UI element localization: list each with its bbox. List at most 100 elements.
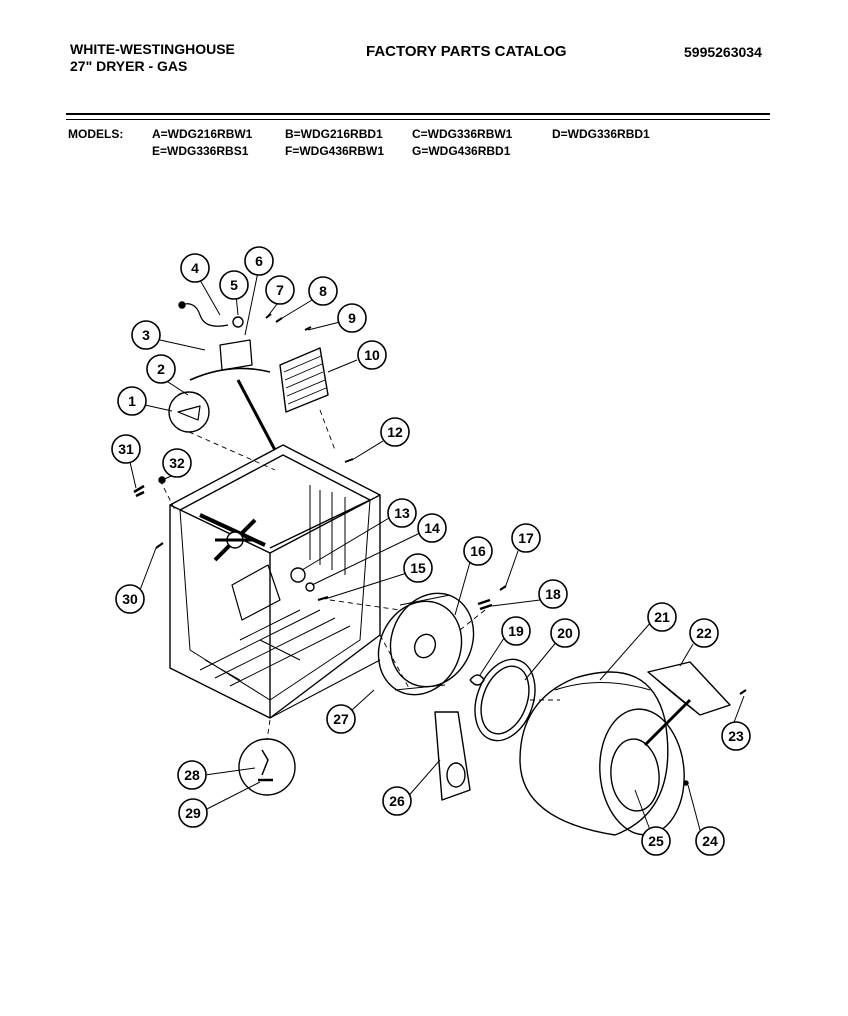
models-label: MODELS: [68,127,124,141]
callout-number: 24 [702,833,718,849]
model-f: F=WDG436RBW1 [285,144,385,158]
callout-number: 18 [545,586,561,602]
callout-circle [417,513,447,543]
callout-circle [308,276,338,306]
callout-circle [117,386,147,416]
callout-25: 25 [641,826,671,856]
callout-circle [721,721,751,751]
lint-grille [279,347,329,413]
drum-seal-ring [474,658,536,742]
callout-circle [219,270,249,300]
callout-number: 25 [648,833,664,849]
callout-number: 6 [255,253,263,269]
callout-2: 2 [146,354,176,384]
callout-8: 8 [308,276,338,306]
dryer-cabinet [169,444,381,719]
callout-6: 6 [244,246,274,276]
catalog-title: FACTORY PARTS CATALOG [366,43,567,60]
callout-19: 19 [501,616,531,646]
callout-number: 8 [319,283,327,299]
callout-number: 13 [394,505,410,521]
callout-number: 23 [728,728,744,744]
callout-circle [111,434,141,464]
callout-23: 23 [721,721,751,751]
callout-circle [180,253,210,283]
model-g: G=WDG436RBD1 [412,144,511,158]
callout-number: 7 [276,282,284,298]
callout-18: 18 [538,579,568,609]
callout-circle [244,246,274,276]
header-divider-thick [66,113,770,115]
brand-name: WHITE-WESTINGHOUSE [70,41,235,57]
callout-13: 13 [387,498,417,528]
callout-circle [265,275,295,305]
rear-cross-brace [199,513,266,562]
model-d: D=WDG336RBD1 [552,127,650,141]
callout-circle [337,303,367,333]
callout-10: 10 [357,340,387,370]
header-divider-thin [66,119,770,120]
callout-7: 7 [265,275,295,305]
callout-number: 10 [364,347,380,363]
front-bulkhead [377,592,475,696]
callout-3: 3 [131,320,161,350]
callout-29: 29 [178,798,208,828]
callout-circle [178,798,208,828]
callout-circle [403,553,433,583]
callout-circle [177,760,207,790]
callout-circle [550,618,580,648]
callout-4: 4 [180,253,210,283]
callout-circle [387,498,417,528]
callout-number: 12 [387,424,403,440]
callout-number: 16 [470,543,486,559]
callout-circle [162,448,192,478]
callout-26: 26 [382,786,412,816]
callout-16: 16 [463,536,493,566]
model-c: C=WDG336RBW1 [412,127,513,141]
callout-number: 22 [696,625,712,641]
callout-number: 20 [557,625,573,641]
callout-circle [641,826,671,856]
callout-number: 27 [333,711,349,727]
drum-baffle [647,661,731,716]
callout-circle [382,786,412,816]
top-bracket-assembly [178,301,312,381]
vent-duct-panel [434,711,471,801]
callout-circle [695,826,725,856]
callout-24: 24 [695,826,725,856]
callout-28: 28 [177,760,207,790]
callout-15: 15 [403,553,433,583]
callout-14: 14 [417,513,447,543]
callout-number: 17 [518,530,534,546]
callout-1: 1 [117,386,147,416]
callout-32: 32 [162,448,192,478]
callout-circle [511,523,541,553]
callout-circle [115,584,145,614]
callout-number: 5 [230,277,238,293]
callout-number: 26 [389,793,405,809]
callout-5: 5 [219,270,249,300]
callout-number: 4 [191,260,199,276]
drum [519,671,685,836]
callout-circle [146,354,176,384]
callout-number: 30 [122,591,138,607]
callout-circle [131,320,161,350]
callout-number: 2 [157,361,165,377]
callout-27: 27 [326,704,356,734]
callout-number: 3 [142,327,150,343]
callout-9: 9 [337,303,367,333]
catalog-number: 5995263034 [684,44,762,60]
callout-30: 30 [115,584,145,614]
callout-circle [689,618,719,648]
detail-circle-28-29 [238,738,296,796]
callout-number: 9 [348,310,356,326]
detail-circle-2 [168,391,210,433]
callout-20: 20 [550,618,580,648]
callout-22: 22 [689,618,719,648]
callout-number: 19 [508,623,524,639]
callout-number: 28 [184,767,200,783]
callout-31: 31 [111,434,141,464]
callout-circle [538,579,568,609]
